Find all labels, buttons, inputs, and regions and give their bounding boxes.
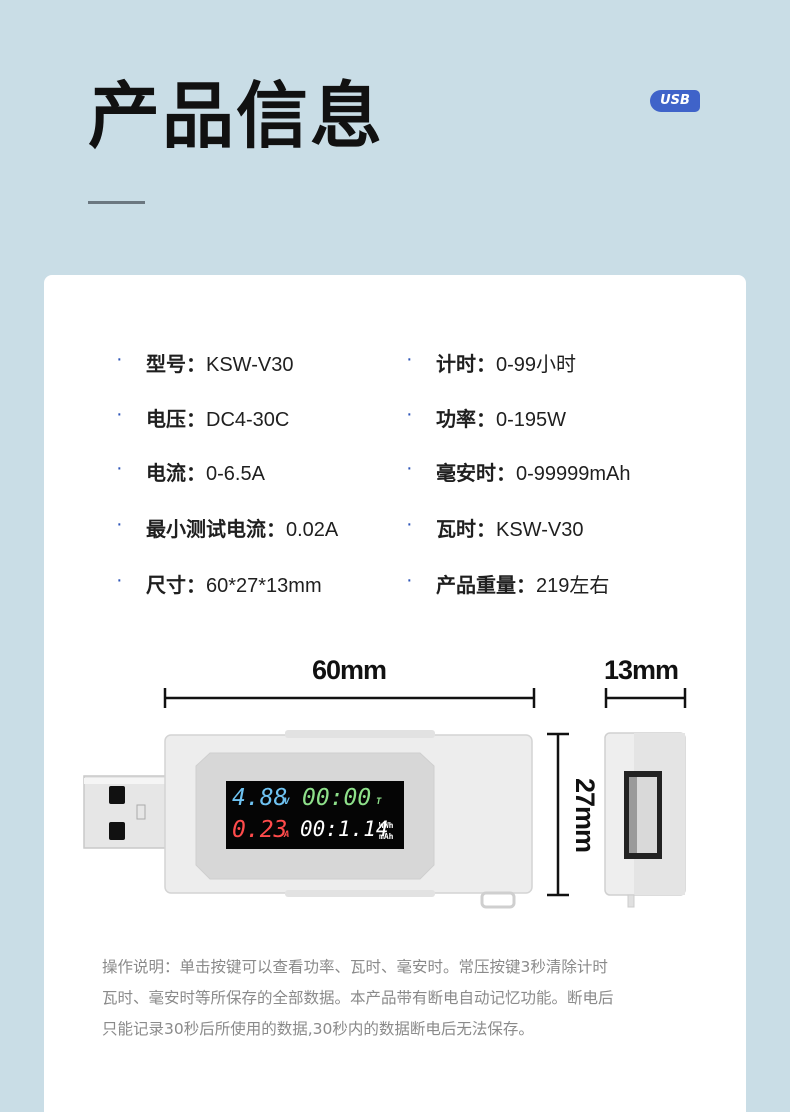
spec-voltage: · 电压：DC4-30C	[116, 403, 290, 432]
timer-reading: 00:00	[302, 785, 372, 811]
side-view	[604, 732, 686, 908]
width-dimension-line	[547, 732, 569, 897]
thickness-label: 13mm	[604, 655, 679, 685]
bullet-icon: ·	[116, 513, 123, 535]
current-reading: 0.23	[232, 817, 288, 843]
spec-model: · 型号：KSW-V30	[116, 348, 294, 377]
spec-min-current: · 最小测试电流：0.02A	[116, 513, 339, 542]
spec-timer: · 计时：0-99小时	[406, 348, 577, 377]
energy-unit-mah: mAh	[379, 832, 394, 841]
spec-weight: · 产品重量：219左右	[406, 569, 610, 598]
lcd-readout: 4.88 V 00:00 T 0.23 A 00:1.14 WWh mAh	[226, 781, 404, 849]
spec-current: · 电流：0-6.5A	[116, 457, 265, 486]
spec-value: 0-99999mAh	[516, 463, 631, 485]
spec-label: 最小测试电流：	[146, 519, 286, 541]
note-line: 瓦时、毫安时等所保存的全部数据。本产品带有断电自动记忆功能。断电后	[102, 989, 614, 1007]
spec-wh: · 瓦时：KSW-V30	[406, 513, 584, 542]
length-dimension-line	[163, 688, 536, 708]
spec-value: KSW-V30	[496, 519, 584, 541]
product-info-card: · 型号：KSW-V30 · 电压：DC4-30C · 电流：0-6.5A · …	[44, 275, 746, 1112]
bullet-icon: ·	[406, 348, 413, 370]
bullet-icon: ·	[406, 403, 413, 425]
spec-label: 计时：	[436, 354, 496, 376]
thickness-dimension-line	[604, 688, 687, 708]
operation-note: 操作说明：单击按键可以查看功率、瓦时、毫安时。常压按键3秒清除计时 瓦时、毫安时…	[102, 952, 702, 1045]
energy-reading: 00:1.14	[300, 817, 389, 841]
voltage-unit: V	[284, 797, 290, 807]
spec-label: 电流：	[146, 463, 206, 485]
bullet-icon: ·	[406, 569, 413, 591]
spec-value: 219左右	[536, 575, 610, 597]
bullet-icon: ·	[116, 569, 123, 591]
spec-value: 0-99小时	[496, 354, 577, 376]
bullet-icon: ·	[116, 348, 123, 370]
spec-label: 毫安时：	[436, 463, 516, 485]
spec-label: 瓦时：	[436, 519, 496, 541]
lcd-screen	[226, 781, 404, 849]
spec-value: DC4-30C	[206, 409, 290, 431]
spec-label: 功率：	[436, 409, 496, 431]
spec-label: 型号：	[146, 354, 206, 376]
bullet-icon: ·	[406, 457, 413, 479]
voltage-reading: 4.88	[232, 785, 288, 811]
spec-value: 0-6.5A	[206, 463, 265, 485]
usb-logo-icon: USB	[650, 90, 700, 112]
bullet-icon: ·	[116, 457, 123, 479]
page-title: 产品信息	[88, 74, 385, 158]
spec-value: KSW-V30	[206, 354, 294, 376]
spec-label: 产品重量：	[436, 575, 536, 597]
spec-mah: · 毫安时：0-99999mAh	[406, 457, 631, 486]
note-line: 操作说明：单击按键可以查看功率、瓦时、毫安时。常压按键3秒清除计时	[102, 958, 608, 976]
title-underline	[88, 201, 145, 204]
spec-size: · 尺寸：60*27*13mm	[116, 569, 322, 598]
spec-label: 尺寸：	[146, 575, 206, 597]
energy-unit-wh: WWh	[379, 821, 394, 830]
spec-power: · 功率：0-195W	[406, 403, 567, 432]
bullet-icon: ·	[406, 513, 413, 535]
spec-value: 0.02A	[286, 519, 339, 541]
length-label: 60mm	[312, 655, 387, 685]
spec-value: 60*27*13mm	[206, 575, 322, 597]
current-unit: A	[284, 830, 290, 840]
spec-value: 0-195W	[496, 409, 567, 431]
timer-unit: T	[376, 797, 382, 807]
spec-label: 电压：	[146, 409, 206, 431]
bullet-icon: ·	[116, 403, 123, 425]
note-line: 只能记录30秒后所使用的数据,30秒内的数据断电后无法保存。	[102, 1020, 534, 1038]
usb-plug	[83, 775, 167, 849]
